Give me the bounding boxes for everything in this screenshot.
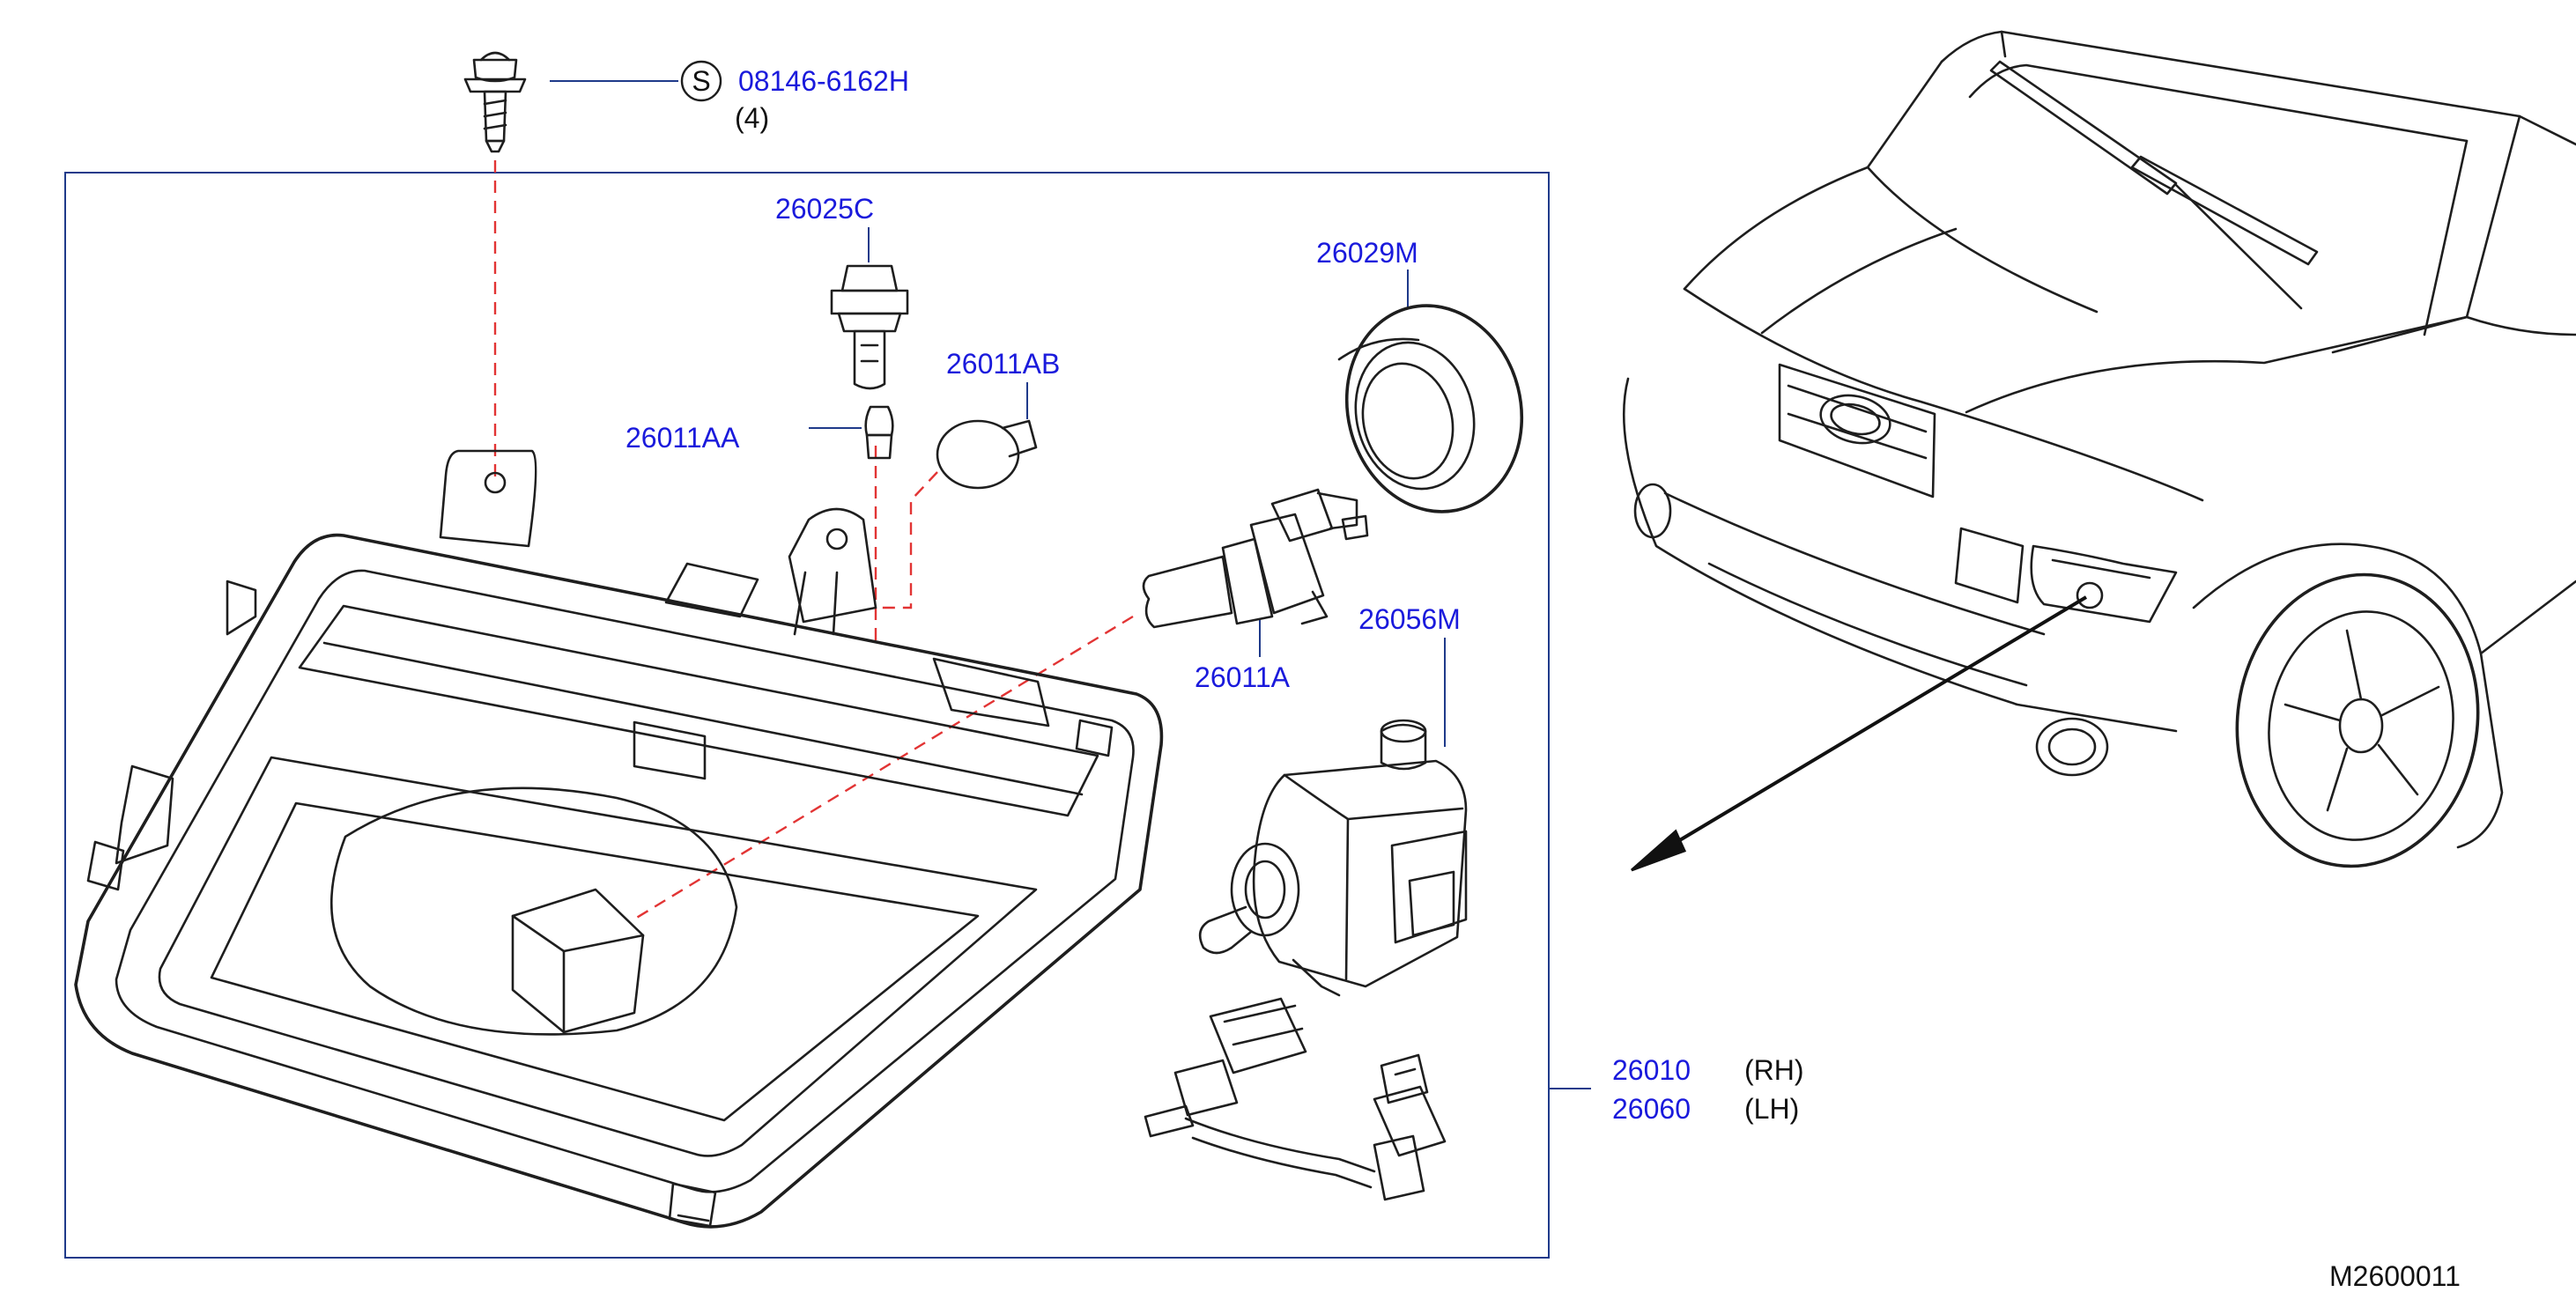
callout-26011A: 26011A xyxy=(1195,661,1291,693)
screw-quantity: (4) xyxy=(735,102,769,134)
callout-26011AB: 26011AB xyxy=(946,348,1060,380)
screw-symbol-circle xyxy=(680,60,722,102)
guide-bulb-ab xyxy=(881,471,938,609)
vehicle-front-icon xyxy=(1622,30,2576,868)
callout-26029M: 26029M xyxy=(1316,237,1418,269)
label-rh: (RH) xyxy=(1744,1054,1804,1086)
leveling-motor-icon xyxy=(1198,719,1468,997)
callout-26060: 26060 xyxy=(1612,1093,1691,1125)
assembly-frame xyxy=(64,172,1550,1259)
callout-26056M: 26056M xyxy=(1358,603,1461,635)
callout-26010: 26010 xyxy=(1612,1054,1691,1086)
guide-main-bulb xyxy=(630,615,1134,923)
headlamp-assembly-icon xyxy=(74,449,1164,1229)
dust-cover-icon xyxy=(1337,304,1524,513)
wiring-harness-icon xyxy=(1144,997,1447,1201)
bulb-socket-icon xyxy=(830,264,909,390)
headlight-bulb-icon xyxy=(1142,488,1369,629)
wedge-bulb-icon xyxy=(864,405,894,460)
callout-screw-part: 08146-6162H xyxy=(738,65,909,97)
view-arrow-shaft xyxy=(1672,595,2088,845)
callout-26025C: 26025C xyxy=(775,193,874,225)
side-marker-bulb-icon xyxy=(936,419,1038,490)
callout-26011AA: 26011AA xyxy=(625,422,740,454)
screw-symbol: S xyxy=(692,65,710,97)
label-lh: (LH) xyxy=(1744,1093,1799,1125)
screw-icon xyxy=(463,51,527,153)
view-arrow-head-icon xyxy=(1631,829,1687,872)
drawing-code: M2600011 xyxy=(2329,1260,2461,1292)
